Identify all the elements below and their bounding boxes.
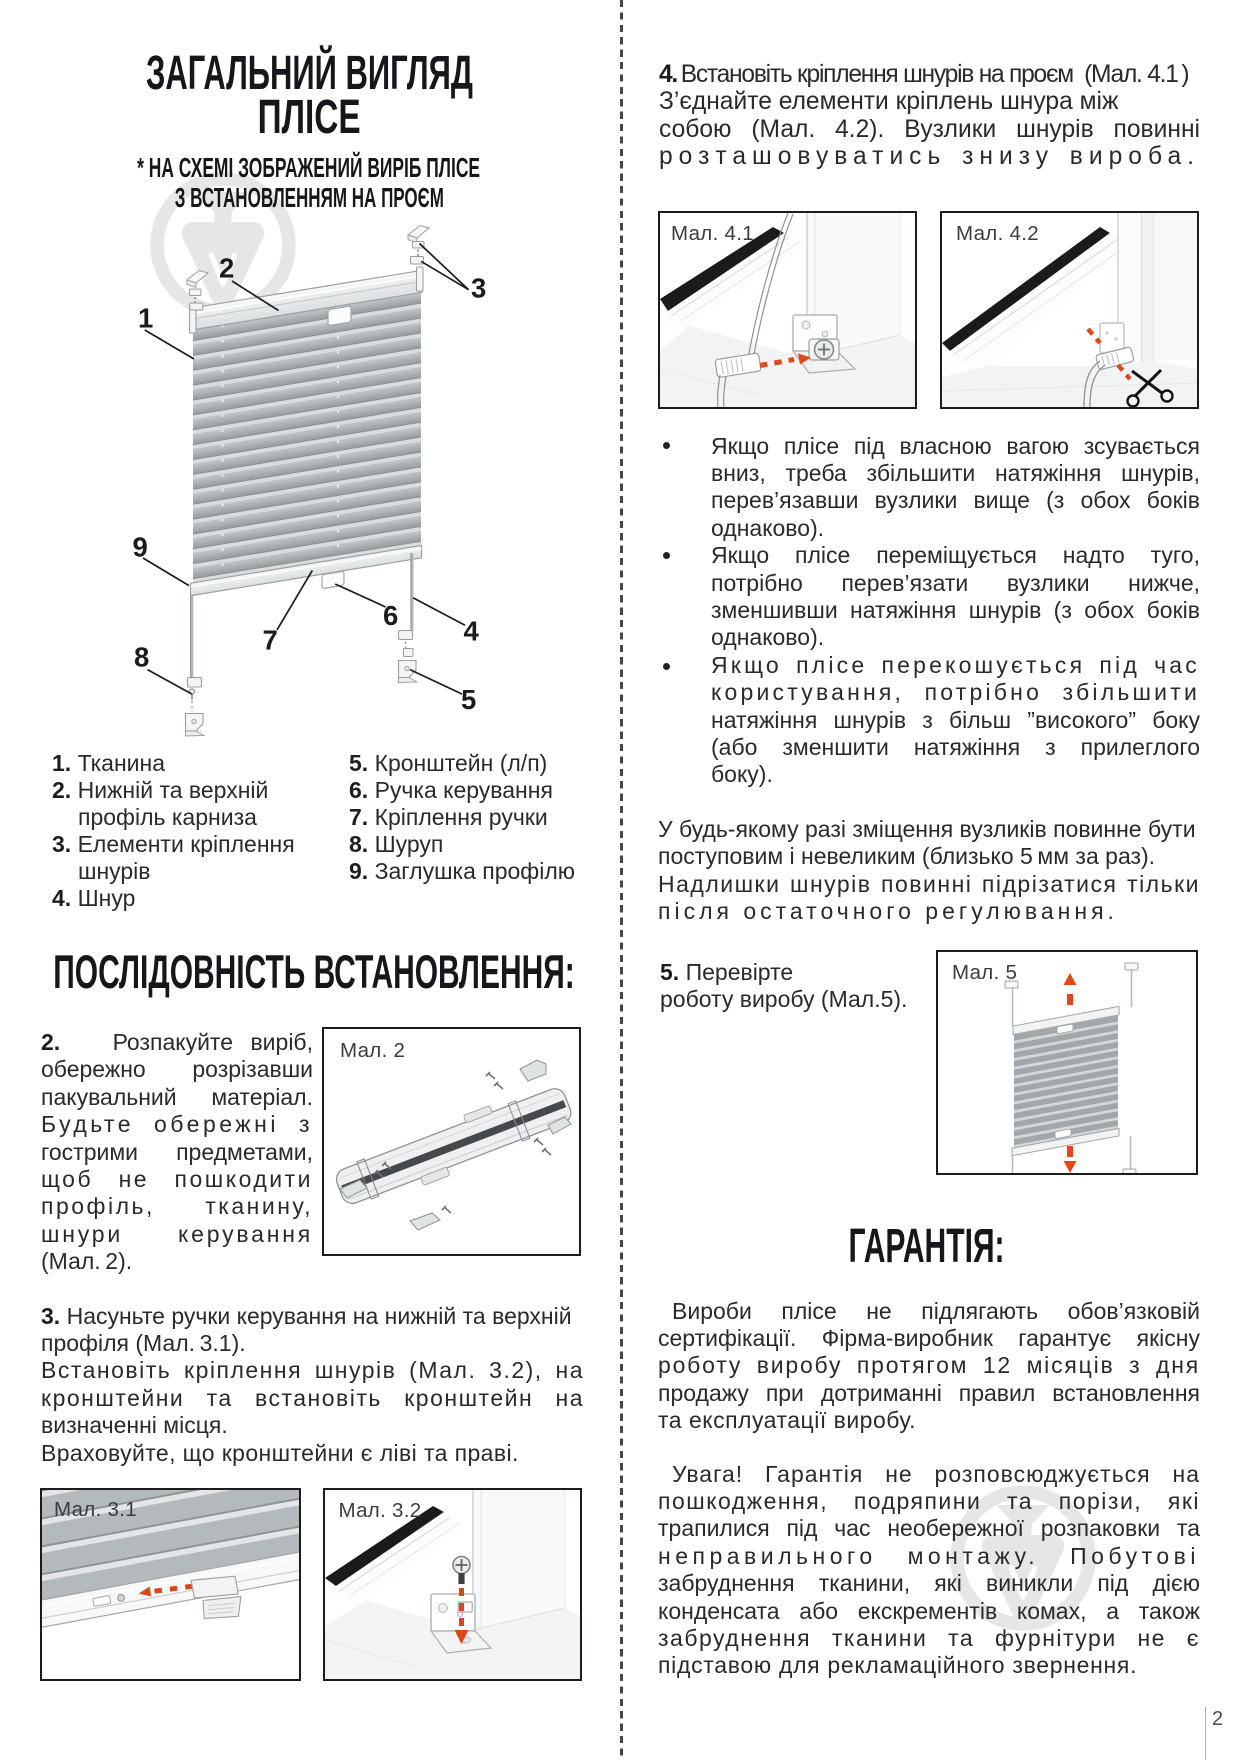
svg-text:3: 3	[471, 273, 486, 304]
svg-text:6: 6	[383, 600, 398, 631]
svg-text:5: 5	[461, 684, 476, 715]
svg-text:9: 9	[133, 532, 148, 563]
svg-text:2: 2	[219, 253, 234, 284]
svg-text:4: 4	[464, 616, 480, 647]
svg-text:7: 7	[263, 625, 278, 656]
svg-text:8: 8	[134, 642, 149, 673]
svg-text:1: 1	[138, 303, 153, 334]
